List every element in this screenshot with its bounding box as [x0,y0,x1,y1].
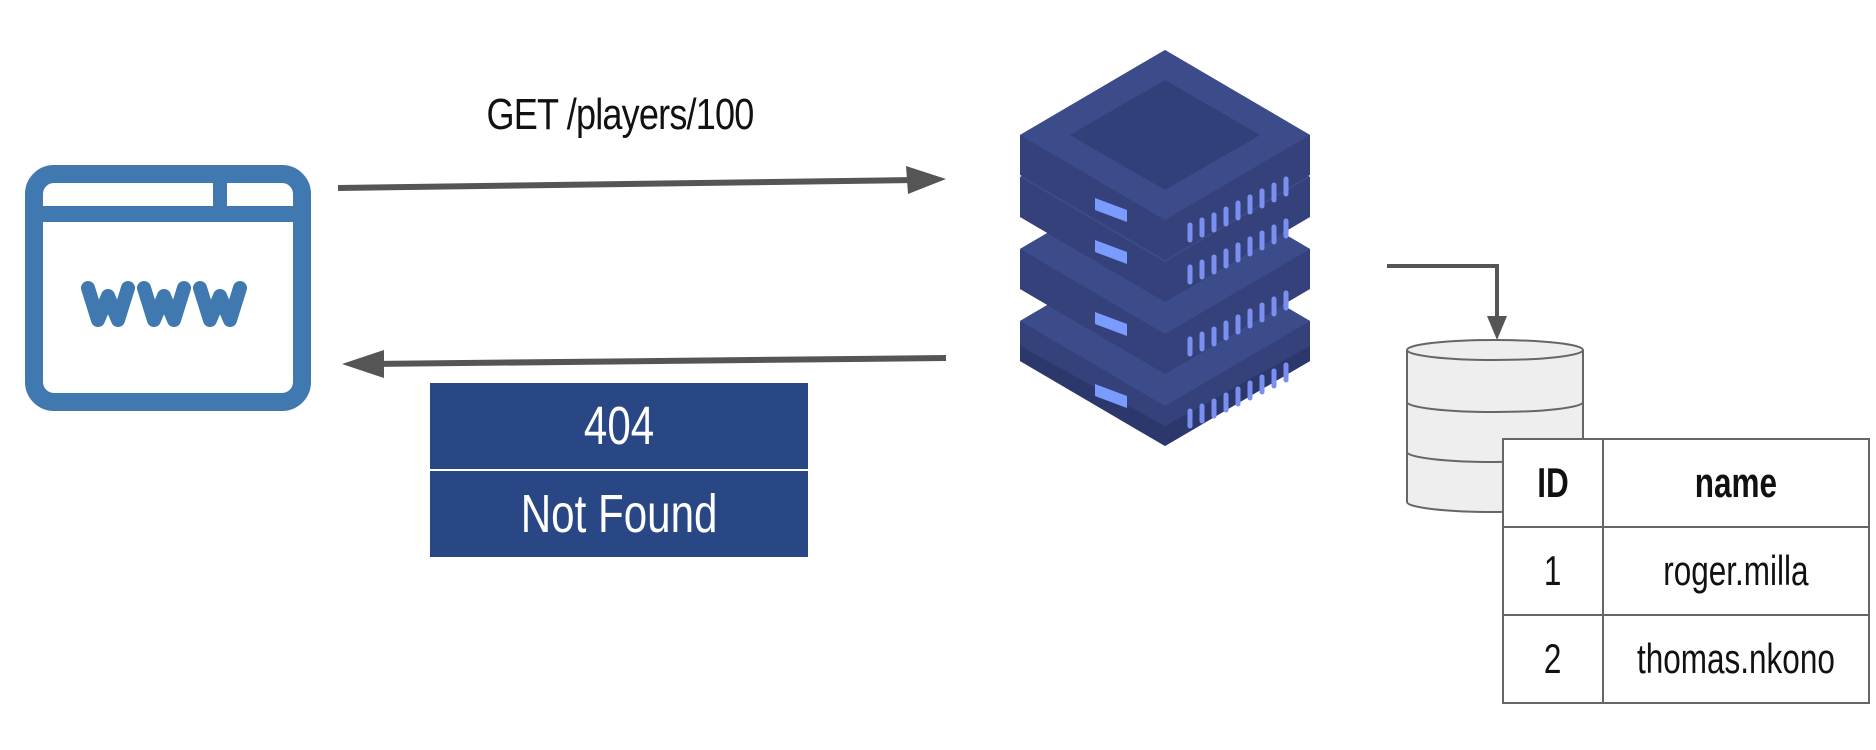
table-header-name: name [1602,438,1870,528]
browser-www-icon [25,165,311,411]
request-arrow [337,166,946,194]
server-stack-icon [1020,50,1310,446]
status-code: 404 [583,396,655,456]
db-query-arrow [1387,264,1507,340]
table-cell-id: 2 [1502,614,1604,704]
status-code-box: 404 [430,383,808,469]
table-header-row: ID name [1502,438,1870,528]
request-label: GET /players/100 [486,90,755,139]
players-table: ID name 1 roger.milla 2 thomas.nkono [1502,438,1870,704]
table-cell-name: thomas.nkono [1602,614,1870,704]
table-row: 2 thomas.nkono [1502,614,1870,704]
table-row: 1 roger.milla [1502,526,1870,616]
table-cell-name: roger.milla [1602,526,1870,616]
response-arrow [342,350,947,378]
table-header-id: ID [1502,438,1604,528]
status-text-box: Not Found [430,471,808,557]
table-cell-id: 1 [1502,526,1604,616]
status-text: Not Found [520,484,718,544]
